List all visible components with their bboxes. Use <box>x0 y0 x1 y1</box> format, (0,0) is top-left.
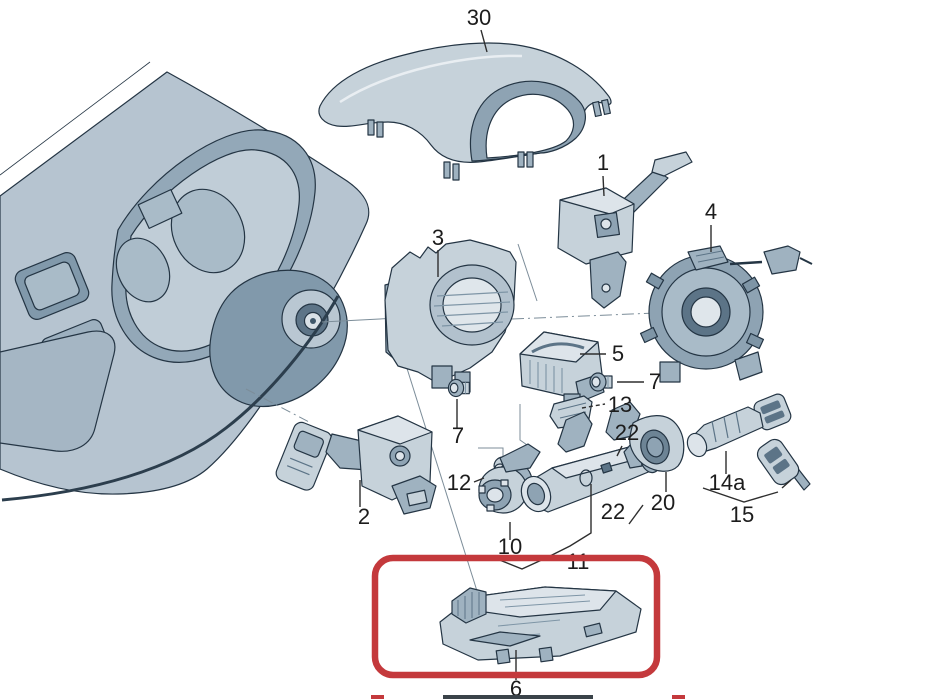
dashboard-illustration <box>0 61 370 502</box>
part-4-clockspring-graphic <box>639 245 813 383</box>
red-tick-left <box>371 695 384 699</box>
part-1-stalk-switch-graphic <box>557 151 693 309</box>
part-3-switch-housing-graphic <box>384 239 517 393</box>
part-2-stalk-switch-graphic <box>275 415 437 515</box>
part-label-6: 6 <box>510 676 522 699</box>
part-5-module-graphic <box>519 331 605 403</box>
part-30-column-cover-graphic <box>318 42 612 181</box>
part-label-22a: 22 <box>615 420 639 445</box>
part-label-15: 15 <box>730 502 754 527</box>
part-label-20: 20 <box>651 490 675 515</box>
part-label-4: 4 <box>705 199 717 224</box>
part-label-2: 2 <box>358 504 370 529</box>
part-label-1: 1 <box>597 150 609 175</box>
wire-connector <box>763 245 801 275</box>
part-label-13: 13 <box>608 392 632 417</box>
bracket-11 <box>496 484 592 570</box>
part-label-30: 30 <box>467 5 491 30</box>
lock-housing-graphic <box>499 401 661 513</box>
red-tick-right <box>672 695 685 699</box>
part-label-14a: 14a <box>709 470 746 495</box>
part-15-remote-key-graphic <box>756 438 811 491</box>
part-label-5: 5 <box>612 341 624 366</box>
dark-strip <box>443 695 593 699</box>
part-label-22b: 22 <box>601 499 625 524</box>
bottom-edge-strip <box>371 695 685 699</box>
highlight-box <box>371 554 661 679</box>
part-label-12: 12 <box>447 470 471 495</box>
part-7-screw-graphic <box>447 378 470 398</box>
part-6-control-module-graphic <box>439 586 642 665</box>
gauge-circle <box>170 188 246 274</box>
gauge-circle <box>115 237 171 303</box>
bracket-15 <box>702 487 779 503</box>
part-7-screw-graphic <box>589 372 613 392</box>
part-20-trim-cover-graphic <box>623 415 685 472</box>
part-14a-lock-cylinder-graphic <box>686 393 792 458</box>
part-label-11: 11 <box>567 549 590 574</box>
part-label-3: 3 <box>432 225 444 250</box>
part-label-7a: 7 <box>649 369 661 394</box>
wire <box>729 260 763 266</box>
part-label-7b: 7 <box>452 423 464 448</box>
